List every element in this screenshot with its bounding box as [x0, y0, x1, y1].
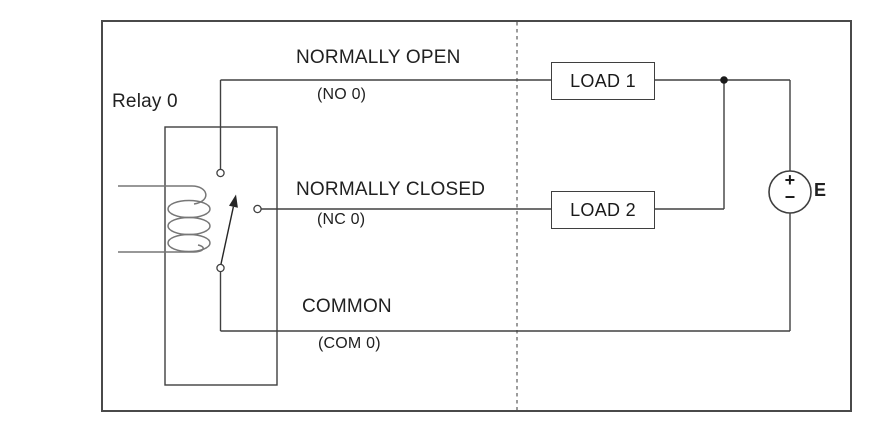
voltage-source-minus-sign: −	[784, 187, 796, 207]
load1-box: LOAD 1	[551, 62, 655, 100]
load1-label: LOAD 1	[570, 70, 636, 91]
load2-box: LOAD 2	[551, 191, 655, 229]
no-pin-label: (NO 0)	[317, 86, 367, 103]
voltage-source-label: E	[814, 180, 827, 200]
nc-contact-terminal	[253, 204, 262, 214]
coil-loop-2	[167, 216, 211, 236]
normally-closed-label: NORMALLY CLOSED	[296, 179, 486, 200]
voltage-source-plus-sign: +	[784, 170, 796, 190]
enclosure-frame	[101, 20, 852, 412]
common-label: COMMON	[302, 296, 392, 317]
wires	[219, 79, 791, 332]
armature-arm	[220, 206, 235, 265]
normally-open-label: NORMALLY OPEN	[296, 47, 461, 68]
junction-dot	[720, 76, 728, 84]
coil-loop-1	[167, 199, 211, 219]
coil-lead-top	[118, 185, 207, 205]
armature-arrowhead	[229, 194, 238, 208]
com-contact-terminal	[216, 263, 225, 273]
voltage-source-circle	[768, 170, 812, 214]
no-contact-terminal	[216, 168, 225, 178]
nc-pin-label: (NC 0)	[317, 211, 366, 228]
load2-label: LOAD 2	[570, 199, 636, 220]
relay-coil	[118, 185, 211, 253]
relay-label: Relay 0	[112, 91, 178, 112]
com-pin-label: (COM 0)	[318, 335, 381, 352]
coil-lead-bottom	[118, 244, 204, 253]
